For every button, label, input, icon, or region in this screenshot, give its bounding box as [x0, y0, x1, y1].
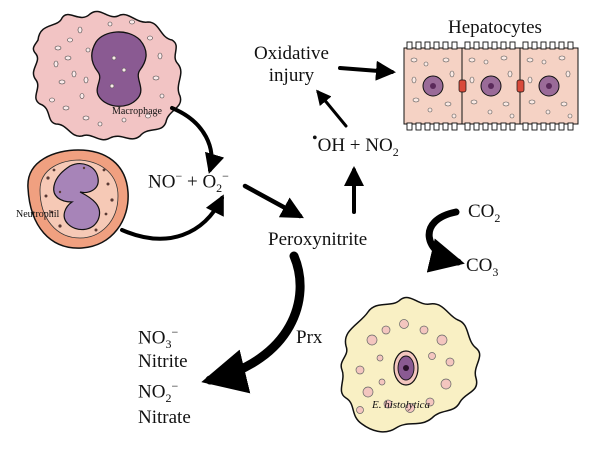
no3-sup: −	[171, 325, 179, 339]
oxidative-line1: Oxidative	[254, 43, 329, 64]
label-neutrophil: Neutrophil	[16, 209, 60, 220]
no2-sup: −	[171, 379, 179, 393]
label-no3: NO3−	[138, 326, 178, 350]
label-oh-no2: •OH + NO2	[312, 131, 399, 159]
o2-sub: 2	[216, 181, 223, 196]
label-co3: CO3	[466, 256, 498, 278]
label-peroxynitrite: Peroxynitrite	[268, 229, 368, 250]
arrow-neutrophil-to-no	[120, 194, 224, 241]
co3-text: CO	[466, 255, 493, 276]
arrow-no-to-peroxynitrite	[242, 183, 304, 219]
no3-text: NO	[138, 327, 166, 349]
radical-dot: •	[312, 130, 318, 147]
label-nitrate: Nitrate	[138, 407, 191, 428]
macrophage-cell	[32, 10, 182, 141]
label-hepatocytes: Hepatocytes	[448, 17, 542, 38]
arrows	[120, 60, 465, 394]
no-sup: −	[175, 169, 183, 183]
label-no2: NO2−	[138, 380, 178, 404]
arrow-peroxynitrite-to-nitrite	[201, 251, 305, 394]
label-co2: CO2	[468, 202, 500, 224]
label-nitrite: Nitrite	[138, 351, 188, 372]
arrow-oxidative-to-hepatocytes	[338, 60, 396, 81]
no2-sub: 2	[165, 391, 172, 406]
no2-text: NO	[138, 381, 166, 403]
arrow-macrophage-to-no	[170, 106, 225, 174]
no-text: NO	[148, 171, 176, 193]
arrow-co2-to-co3	[425, 208, 465, 273]
no3-sub: 3	[165, 337, 172, 352]
o2-text: + O	[182, 171, 217, 193]
co2-sub: 2	[494, 210, 501, 225]
label-prx: Prx	[296, 327, 323, 348]
label-oxidative-injury: Oxidative injury	[254, 44, 329, 85]
oh-no2-text: OH + NO	[317, 135, 393, 156]
label-no-o2: NO− + O2−	[148, 170, 229, 194]
arrow-oh-to-oxidative	[316, 89, 348, 128]
ehistolytica-cell	[340, 296, 481, 433]
oxidative-line2: injury	[268, 65, 315, 86]
label-ehistolytica: E. histolytica	[372, 399, 431, 411]
oh-no2-sub: 2	[392, 144, 399, 159]
label-macrophage: Macrophage	[112, 106, 162, 117]
o2-sup: −	[222, 169, 229, 183]
co2-text: CO	[468, 201, 495, 222]
co3-sub: 3	[492, 264, 499, 279]
neutrophil-cell	[27, 149, 129, 249]
hepatocyte-cells	[403, 41, 579, 131]
